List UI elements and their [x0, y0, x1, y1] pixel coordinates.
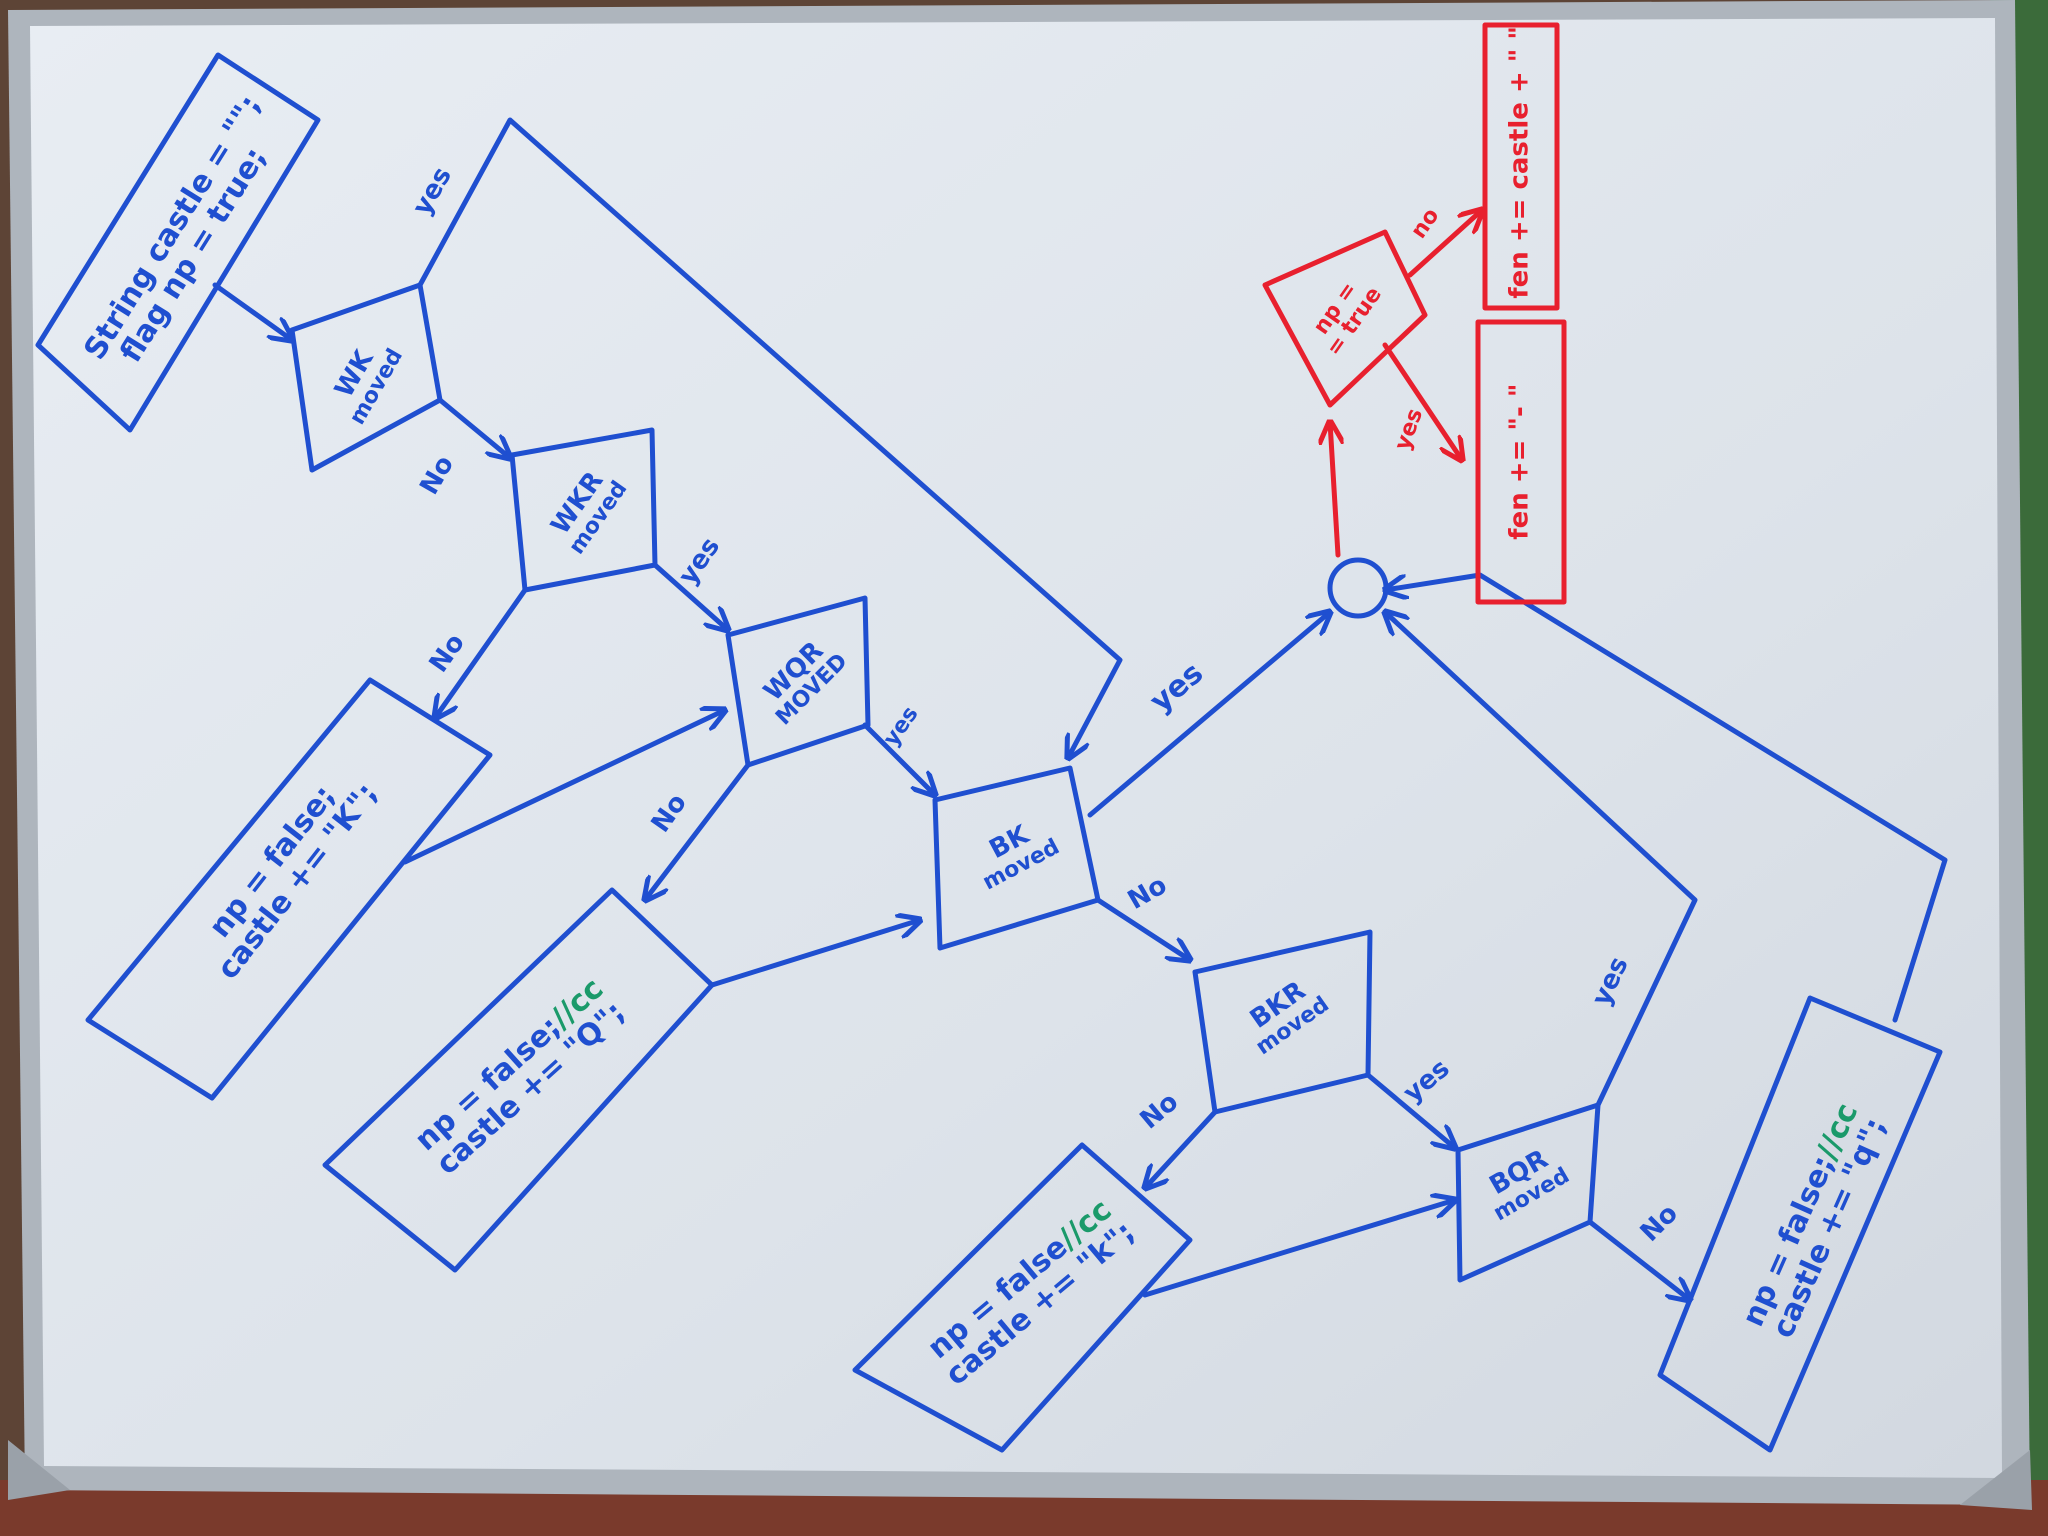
edge-wkr-no — [435, 587, 528, 718]
edge-wk-yes — [417, 117, 1123, 758]
edge-start-wk — [212, 282, 292, 340]
edge-wkr-yes — [652, 562, 728, 630]
edge-bkr-yes — [1365, 1072, 1455, 1148]
edge-wqr-no — [645, 762, 751, 900]
edge-wqr-yes — [862, 722, 935, 795]
edge-setQ-bk — [709, 920, 920, 988]
edge-bk-yes — [1087, 612, 1330, 818]
edge-bqr-no — [1587, 1219, 1690, 1300]
edge-bqr-yes — [1385, 612, 1698, 1108]
fen-dash-text: fen += "- " — [1504, 327, 1535, 597]
edge-np-yes — [1382, 342, 1462, 460]
edge-junction-np — [1330, 422, 1338, 558]
fen-castle-text: fen += castle + " " — [1504, 26, 1535, 299]
board-surface — [30, 18, 2002, 1478]
set-K-box — [85, 677, 493, 1101]
edge-bk-no — [1095, 897, 1190, 960]
set-k-box — [852, 1142, 1193, 1453]
edge-setK-wqr — [402, 710, 725, 865]
fen-castle-box — [1482, 22, 1560, 311]
edge-np-no — [1407, 210, 1482, 278]
edge-bkr-no — [1145, 1109, 1218, 1188]
frame-corner-bl — [8, 1440, 70, 1500]
start-box — [35, 52, 321, 433]
fen-dash-label: fen += "- " — [1504, 383, 1535, 540]
edge-setk-bqr — [1142, 1200, 1455, 1298]
edge-wk-no — [437, 397, 510, 458]
set-q-box — [1657, 995, 1943, 1453]
fen-castle-label: fen += castle + " " — [1504, 26, 1535, 299]
frame-corner-br — [1960, 1450, 2032, 1510]
np-check-decision — [1262, 229, 1428, 408]
fen-dash-box — [1475, 319, 1567, 605]
edge-setq-junction — [1385, 572, 1948, 1023]
